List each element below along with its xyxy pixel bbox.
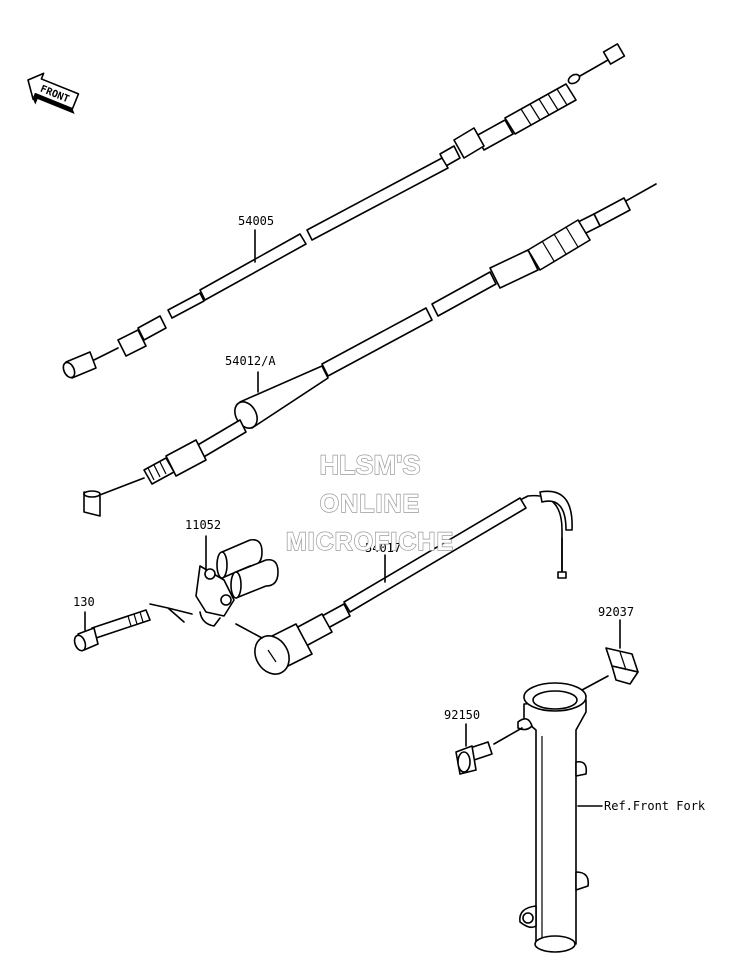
- watermark-line-2: ONLINE: [320, 490, 420, 518]
- holder-11052: [195, 538, 279, 627]
- part-label-54017: 54017: [365, 541, 401, 555]
- front-arrow-icon: FRONT: [27, 72, 80, 114]
- part-label-54005: 54005: [238, 214, 274, 228]
- part-label-130: 130: [73, 595, 95, 609]
- front-fork-tube: [517, 682, 590, 953]
- part-label-92037: 92037: [598, 605, 634, 619]
- part-label-54012A: 54012/A: [225, 354, 276, 368]
- watermark-line-3: MICROFICHE: [286, 528, 454, 556]
- bolt-92150: [455, 741, 493, 775]
- leader-bolt-to-fork: [493, 727, 523, 745]
- leader-11052-fan: [149, 603, 193, 623]
- bolt-130: [73, 609, 151, 652]
- leader-clamp-to-fork: [581, 675, 609, 691]
- leader-bolt-to-holder: [235, 623, 263, 639]
- ref-front-fork-label: Ref.Front Fork: [604, 799, 706, 813]
- cable-54017: [254, 490, 573, 675]
- part-label-92150: 92150: [444, 708, 480, 722]
- clamp-92037: [605, 647, 639, 685]
- watermark-line-1: HLSM'S: [320, 450, 421, 480]
- cable-54012A: [83, 183, 657, 517]
- part-label-11052: 11052: [185, 518, 221, 532]
- cable-54005: [62, 43, 626, 379]
